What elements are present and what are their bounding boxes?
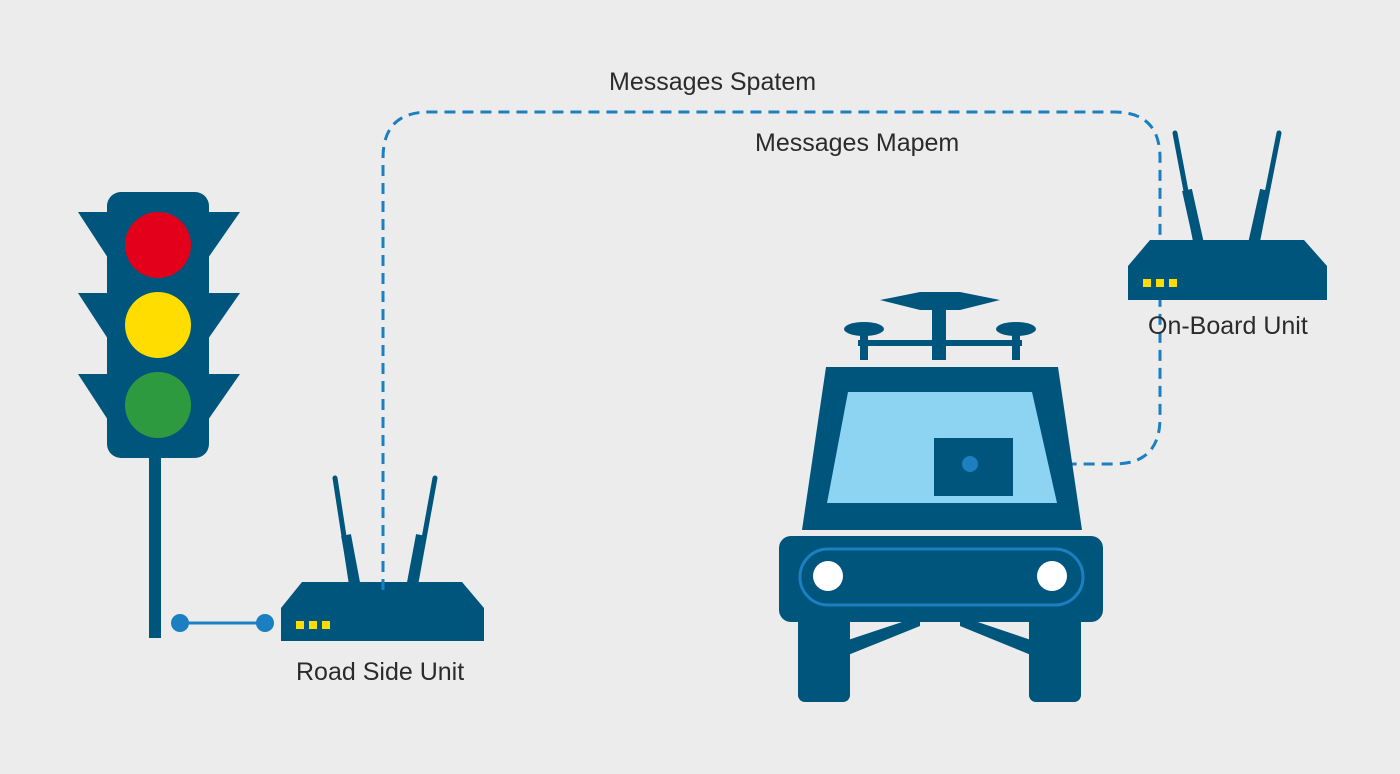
yellow-light [125, 292, 191, 358]
link-node-right [256, 614, 274, 632]
vehicle-sensor-left [844, 322, 884, 336]
messages-mapem-label: Messages Mapem [755, 129, 959, 157]
rsu-antenna-left-base [341, 534, 361, 589]
wireless-link-path [381, 110, 1162, 590]
vehicle-wheel-left [798, 612, 850, 702]
vehicle-lower-body [779, 536, 1103, 622]
vehicle-mast-right-post [1012, 330, 1020, 360]
vehicle-wheel-right [1029, 612, 1081, 702]
traffic-light-visor-mid-right [208, 293, 240, 339]
vehicle-axle-right [960, 616, 1031, 655]
vehicle-headlight-left [813, 561, 843, 591]
rsu-led-3 [322, 621, 330, 629]
obu-antenna-right-base [1248, 188, 1270, 246]
rsu-led-1 [296, 621, 304, 629]
obu-antenna-left-base [1182, 188, 1204, 246]
vehicle-obu-node [962, 456, 978, 472]
red-light [125, 212, 191, 278]
traffic-light-visor-mid-left [78, 293, 108, 339]
traffic-light-visor-top-left [78, 212, 108, 258]
traffic-light-visor-bot-right [208, 374, 240, 420]
traffic-light-visor-top-right [208, 212, 240, 258]
on-board-unit-icon [1128, 130, 1327, 300]
rsu-led-2 [309, 621, 317, 629]
traffic-light-pole [149, 440, 161, 638]
messages-spatem-label: Messages Spatem [609, 68, 816, 96]
vehicle-axle-left [848, 616, 920, 655]
vehicle-sensor-top [880, 292, 1000, 310]
vehicle-sensor-right [996, 322, 1036, 336]
vehicle-bumper-line [798, 547, 1085, 607]
obu-led-2 [1156, 279, 1164, 287]
link-node-left [171, 614, 189, 632]
traffic-light-icon [78, 192, 240, 638]
road-side-unit-icon [281, 475, 484, 641]
vehicle-mast-center-post [932, 300, 946, 360]
wired-link [171, 614, 274, 632]
vehicle-headlight-right [1037, 561, 1067, 591]
obu-body [1128, 240, 1327, 300]
traffic-light-visor-bot-left [78, 374, 108, 420]
rsu-body [281, 582, 484, 641]
obu-led-3 [1169, 279, 1177, 287]
rsu-antenna-right-base [406, 534, 426, 589]
road-side-unit-label: Road Side Unit [296, 658, 464, 686]
green-light [125, 372, 191, 438]
obu-led-1 [1143, 279, 1151, 287]
vehicle-front-icon [779, 292, 1103, 702]
on-board-unit-label: On-Board Unit [1148, 312, 1308, 340]
vehicle-mast-left-post [860, 330, 868, 360]
